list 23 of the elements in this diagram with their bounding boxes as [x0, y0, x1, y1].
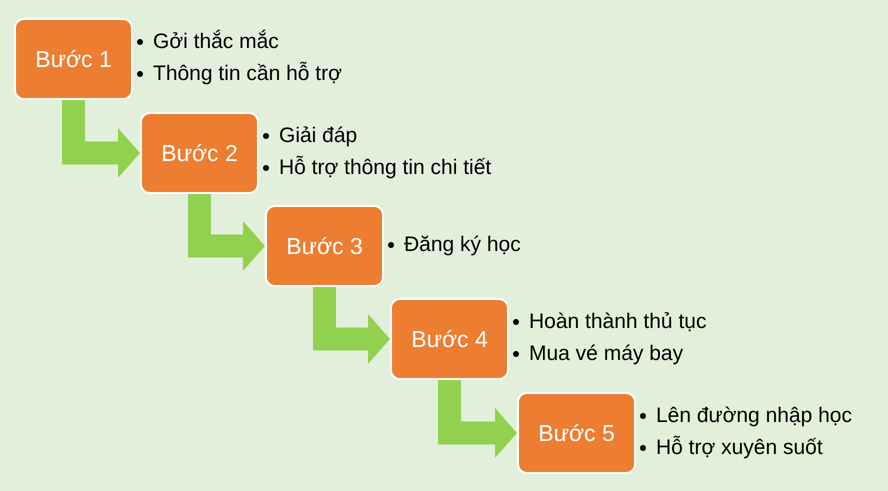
- step-label: Bước 1: [35, 46, 112, 72]
- step-detail: Đăng ký học: [404, 233, 521, 257]
- step-detail: Hỗ trợ xuyên suốt: [656, 436, 823, 460]
- step-label: Bước 5: [538, 420, 615, 446]
- step-detail: Hỗ trợ thông tin chi tiết: [279, 156, 492, 180]
- step-detail: Hoàn thành thủ tục: [529, 310, 706, 334]
- step-box: [390, 298, 509, 380]
- bent-arrow: [438, 380, 517, 458]
- step-detail: Mua vé máy bay: [529, 342, 684, 366]
- bent-arrow: [62, 100, 140, 178]
- step-box: [140, 112, 259, 194]
- step-detail: Lên đường nhập học: [656, 404, 852, 428]
- step-box: [14, 18, 133, 100]
- step-detail: Giải đáp: [279, 124, 358, 148]
- step-detail: Thông tin cần hỗ trợ: [153, 62, 342, 86]
- step-label: Bước 4: [411, 326, 488, 352]
- bent-arrow: [313, 287, 390, 364]
- step-box: [517, 392, 636, 474]
- step-label: Bước 3: [286, 232, 363, 260]
- step-box: [265, 205, 384, 287]
- bent-arrow: [188, 194, 265, 271]
- step-detail: Gởi thắc mắc: [153, 30, 279, 54]
- step-label: Bước 2: [161, 140, 238, 166]
